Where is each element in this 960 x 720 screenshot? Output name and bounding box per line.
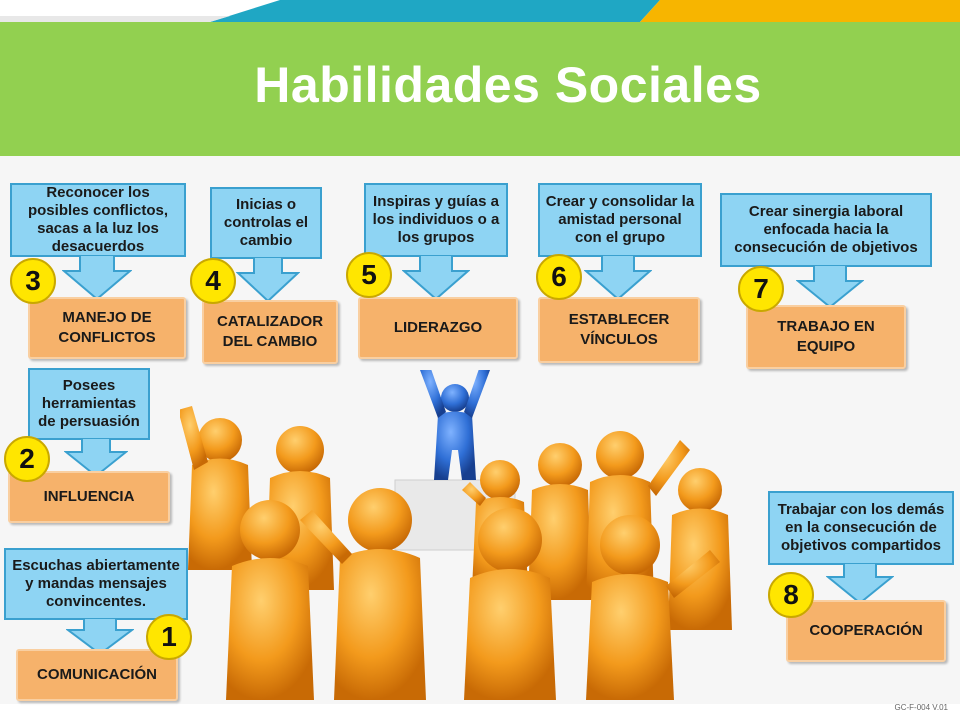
document-code: GC-F-004 V.01 <box>894 703 948 712</box>
skill-number-6: 6 <box>536 254 582 300</box>
arrow-down-icon <box>584 255 652 299</box>
arrow-down-icon <box>402 255 470 299</box>
callout-skill-6: Crear y consolidar la amistad personal c… <box>538 183 702 257</box>
slide-title: Habilidades Sociales <box>254 57 762 113</box>
skill-number-7: 7 <box>738 266 784 312</box>
skill-number-5: 5 <box>346 252 392 298</box>
arrow-down-icon <box>236 257 300 301</box>
crowd-figures <box>180 406 732 700</box>
skill-box-2: INFLUENCIA <box>8 471 170 523</box>
arrow-down-icon <box>64 438 128 476</box>
top-accent-bar <box>0 0 960 22</box>
skill-number-2: 2 <box>4 436 50 482</box>
callout-skill-2: Posees herramientas de persuasión <box>28 368 150 440</box>
skill-box-4: CATALIZADOR DEL CAMBIO <box>202 300 338 364</box>
skill-box-7: TRABAJO EN EQUIPO <box>746 305 906 369</box>
skill-number-3: 3 <box>10 258 56 304</box>
arrow-down-icon <box>826 563 894 603</box>
callout-skill-3: Reconocer los posibles conflictos, sacas… <box>10 183 186 257</box>
skill-box-6: ESTABLECER VÍNCULOS <box>538 297 700 363</box>
title-banner <box>0 22 960 156</box>
crowd-leader-illustration <box>180 370 732 700</box>
skill-box-1: COMUNICACIÓN <box>16 649 178 701</box>
arrow-down-icon <box>62 255 132 299</box>
callout-skill-4: Inicias o controlas el cambio <box>210 187 322 259</box>
skill-box-8: COOPERACIÓN <box>786 600 946 662</box>
arrow-down-icon <box>66 618 134 654</box>
callout-skill-7: Crear sinergia laboral enfocada hacia la… <box>720 193 932 267</box>
arrow-down-icon <box>796 265 864 307</box>
skill-box-5: LIDERAZGO <box>358 297 518 359</box>
callout-skill-1: Escuchas abiertamente y mandas mensajes … <box>4 548 188 620</box>
skill-box-3: MANEJO DE CONFLICTOS <box>28 297 186 359</box>
skill-number-8: 8 <box>768 572 814 618</box>
skill-number-4: 4 <box>190 258 236 304</box>
callout-skill-5: Inspiras y guías a los individuos o a lo… <box>364 183 508 257</box>
callout-skill-8: Trabajar con los demás en la consecución… <box>768 491 954 565</box>
leader-figure <box>420 370 490 480</box>
skill-number-1: 1 <box>146 614 192 660</box>
